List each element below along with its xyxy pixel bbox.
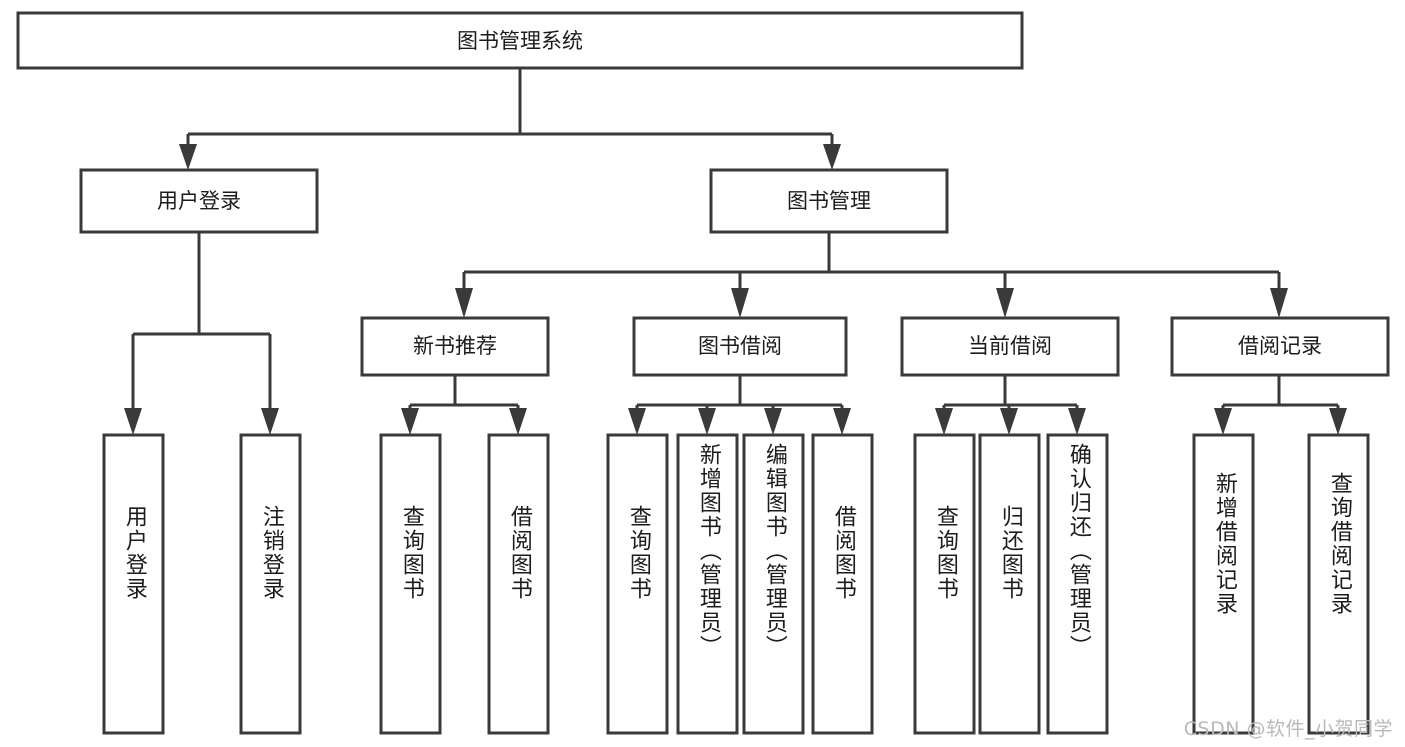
node-book-management-label: 图书管理 bbox=[787, 189, 871, 213]
node-user-login-label: 用户登录 bbox=[157, 189, 241, 213]
connector-book-manage-to-level3 bbox=[455, 232, 1288, 318]
node-user-login[interactable]: 用户登录 bbox=[79, 168, 319, 234]
arrow-br-query-record bbox=[1329, 408, 1347, 435]
leaf-box-bb-add-book[interactable] bbox=[676, 433, 739, 735]
node-current-borrow-box[interactable] bbox=[900, 316, 1120, 377]
arrow-leaf-user-login bbox=[124, 408, 142, 435]
node-new-book-recommend[interactable]: 新书推荐 bbox=[360, 316, 550, 377]
node-user-login-box[interactable] bbox=[79, 168, 319, 234]
arrow-leaf-logout bbox=[261, 408, 279, 435]
arrow-cb-return-book bbox=[1000, 408, 1018, 435]
leaf-box-nb-borrow-book[interactable] bbox=[487, 433, 550, 735]
node-book-borrow-label: 图书借阅 bbox=[698, 334, 782, 358]
node-book-management-box[interactable] bbox=[709, 168, 949, 234]
arrow-user-login bbox=[179, 144, 197, 170]
leaf-box-bb-query-book[interactable] bbox=[606, 433, 669, 735]
node-book-borrow-box[interactable] bbox=[632, 316, 848, 377]
leaf-box-logout[interactable] bbox=[239, 433, 302, 735]
node-root-book-management-system[interactable]: 图书管理系统 bbox=[16, 11, 1024, 70]
arrow-bb-add-book bbox=[698, 408, 716, 435]
leaf-box-bb-borrow-book[interactable] bbox=[811, 433, 874, 735]
node-book-borrow[interactable]: 图书借阅 bbox=[632, 316, 848, 377]
node-borrow-record-box[interactable] bbox=[1170, 316, 1390, 377]
connector-current-borrow-to-leaves bbox=[935, 375, 1086, 435]
node-new-book-recommend-box[interactable] bbox=[360, 316, 550, 377]
node-new-book-recommend-label: 新书推荐 bbox=[413, 334, 497, 358]
arrow-bb-borrow-book bbox=[833, 408, 851, 435]
connector-new-book-to-leaves bbox=[401, 375, 527, 435]
arrow-new-book-recommend bbox=[455, 288, 473, 318]
node-borrow-record[interactable]: 借阅记录 bbox=[1170, 316, 1390, 377]
node-current-borrow-label: 当前借阅 bbox=[968, 334, 1052, 358]
arrow-nb-borrow-book bbox=[509, 408, 527, 435]
arrow-current-borrow bbox=[996, 288, 1014, 318]
node-book-management[interactable]: 图书管理 bbox=[709, 168, 949, 234]
leaf-box-cb-confirm-return[interactable] bbox=[1046, 433, 1109, 735]
leaf-box-cb-return-book[interactable] bbox=[978, 433, 1041, 735]
arrow-borrow-record bbox=[1270, 288, 1288, 318]
arrow-book-borrow bbox=[731, 288, 749, 318]
arrow-bb-query-book bbox=[628, 408, 646, 435]
arrow-br-add-record bbox=[1214, 408, 1232, 435]
leaf-box-br-add-record[interactable] bbox=[1192, 433, 1255, 735]
arrow-cb-query-book bbox=[935, 408, 953, 435]
arrow-bb-edit-book bbox=[764, 408, 782, 435]
connector-book-borrow-to-leaves bbox=[628, 375, 851, 435]
leaf-box-cb-query-book[interactable] bbox=[913, 433, 976, 735]
connector-user-login-to-leaves bbox=[124, 232, 279, 435]
leaf-box-user-login[interactable] bbox=[102, 433, 165, 735]
arrow-book-manage bbox=[823, 144, 841, 170]
leaf-box-nb-query-book[interactable] bbox=[379, 433, 442, 735]
csdn-watermark: CSDN @软件_小贺同学 bbox=[1183, 718, 1393, 740]
leaf-box-bb-edit-book[interactable] bbox=[742, 433, 805, 735]
arrow-nb-query-book bbox=[401, 408, 419, 435]
connector-root-to-level2 bbox=[179, 68, 841, 170]
node-root-label: 图书管理系统 bbox=[457, 29, 583, 53]
node-current-borrow[interactable]: 当前借阅 bbox=[900, 316, 1120, 377]
leaf-box-br-query-record[interactable] bbox=[1307, 433, 1370, 735]
connector-borrow-record-to-leaves bbox=[1214, 375, 1347, 435]
node-root-box[interactable] bbox=[16, 11, 1024, 70]
node-borrow-record-label: 借阅记录 bbox=[1238, 334, 1322, 358]
arrow-cb-confirm-return bbox=[1068, 408, 1086, 435]
